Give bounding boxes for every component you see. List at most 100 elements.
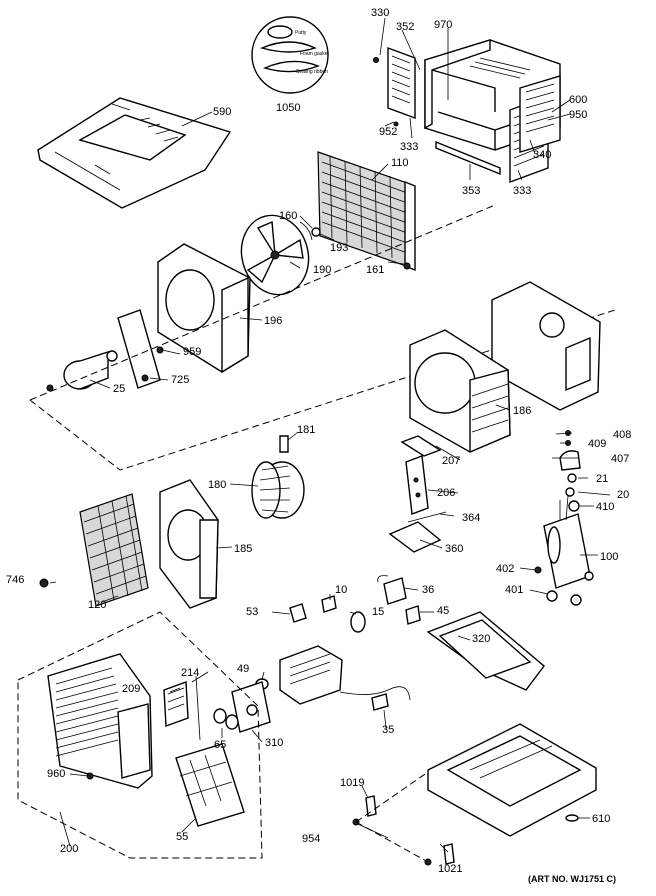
label-959: 959 [183, 346, 201, 358]
label-180: 180 [208, 479, 226, 491]
part-control-box [279, 645, 343, 705]
part-196-shroud [157, 243, 251, 374]
label-353: 353 [462, 185, 480, 197]
label-161: 161 [366, 264, 384, 276]
label-181: 181 [297, 424, 315, 436]
label-100: 100 [600, 551, 618, 563]
part-53-relay [289, 603, 307, 623]
part-200-front-grille [47, 653, 153, 789]
part-120-evaporator [79, 493, 149, 607]
label-186: 186 [513, 405, 531, 417]
part-353-rail [435, 140, 501, 176]
part-110-condenser-coil [317, 151, 416, 272]
art-number: (ART NO. WJ1751 C) [528, 874, 616, 884]
part-190-fan-blade [240, 214, 310, 296]
part-base-pan [427, 723, 597, 837]
label-320: 320 [472, 633, 490, 645]
part-21-20-410-nuts [565, 473, 580, 512]
label-1050: 1050 [276, 102, 300, 114]
label-340: 340 [533, 149, 551, 161]
label-209: 209 [122, 683, 140, 695]
label-410: 410 [596, 501, 614, 513]
label-53: 53 [246, 606, 258, 618]
leader-dash-grille [17, 611, 263, 859]
part-36-thermostat [377, 575, 407, 605]
part-185-orifice [159, 479, 219, 609]
label-364: 364 [462, 512, 480, 524]
label-160: 160 [279, 210, 297, 222]
label-196: 196 [264, 315, 282, 327]
part-746-clip [39, 578, 49, 588]
label-352: 352 [396, 21, 414, 33]
label-1021: 1021 [438, 863, 462, 875]
label-402: 402 [496, 563, 514, 575]
label-310: 310 [265, 737, 283, 749]
label-35: 35 [382, 724, 394, 736]
label-110: 110 [391, 157, 409, 169]
part-180-blower-wheel [251, 461, 305, 519]
part-330-side-curtain [387, 46, 416, 120]
part-25-fan-motor [46, 350, 118, 392]
label-206: 206 [437, 487, 455, 499]
part-209-louver [163, 681, 189, 727]
part-55-filter [175, 743, 245, 827]
label-193: 193 [330, 242, 348, 254]
part-65-knobs [213, 708, 239, 730]
part-590-cover-plate [37, 97, 232, 209]
label-1019: 1019 [340, 777, 364, 789]
bag-ribbon-text: Sealing ribbon [296, 69, 328, 75]
part-320-drain-pan [426, 611, 545, 691]
label-407: 407 [611, 453, 629, 465]
label-10: 10 [335, 584, 347, 596]
part-186-blower-housing [409, 329, 511, 454]
part-214-rod [195, 675, 201, 741]
part-100-compressor [543, 495, 591, 589]
label-333-right: 333 [513, 185, 531, 197]
label-200: 200 [60, 843, 78, 855]
label-950: 950 [569, 109, 587, 121]
label-20: 20 [617, 489, 629, 501]
part-206-bracket [405, 455, 429, 515]
part-1021-bracket [443, 843, 455, 865]
label-55: 55 [176, 831, 188, 843]
part-161-clip [403, 262, 411, 270]
label-49: 49 [237, 663, 249, 675]
label-725: 725 [171, 374, 189, 386]
label-21: 21 [596, 473, 608, 485]
label-185: 185 [234, 543, 252, 555]
label-954: 954 [302, 833, 320, 845]
part-10-switch [321, 595, 337, 613]
label-45: 45 [437, 605, 449, 617]
label-610: 610 [592, 813, 610, 825]
bag-gasket-text: Foam gasket [300, 51, 330, 57]
label-409: 409 [588, 438, 606, 450]
part-181-screw [279, 435, 289, 453]
part-600-panel [519, 75, 561, 153]
part-610-grommet [565, 814, 579, 822]
label-120: 120 [88, 599, 106, 611]
label-401: 401 [505, 584, 523, 596]
part-407-cap [559, 450, 581, 471]
label-36: 36 [422, 584, 434, 596]
label-970: 970 [434, 19, 452, 31]
leader-dash-motor [29, 204, 616, 471]
part-360-base [388, 521, 442, 553]
part-labels: 330 352 970 600 950 952 333 340 353 333 … [6, 7, 631, 884]
part-364-tube [407, 511, 447, 523]
bag-putty-text: Putty [295, 30, 307, 36]
label-408: 408 [613, 429, 631, 441]
part-35-cord [339, 686, 411, 711]
part-1050-accessory-bag: Putty Foam gasket Sealing ribbon [251, 16, 330, 94]
label-746: 746 [6, 574, 24, 586]
label-600: 600 [569, 94, 587, 106]
label-590: 590 [213, 106, 231, 118]
label-207: 207 [442, 455, 460, 467]
label-214: 214 [181, 667, 199, 679]
part-725-motor-mount [117, 309, 161, 389]
label-330: 330 [371, 7, 389, 19]
part-954-screws [352, 818, 432, 866]
part-207-gasket [400, 435, 442, 457]
part-952-screw [373, 57, 399, 127]
leader-lines [49, 17, 611, 853]
